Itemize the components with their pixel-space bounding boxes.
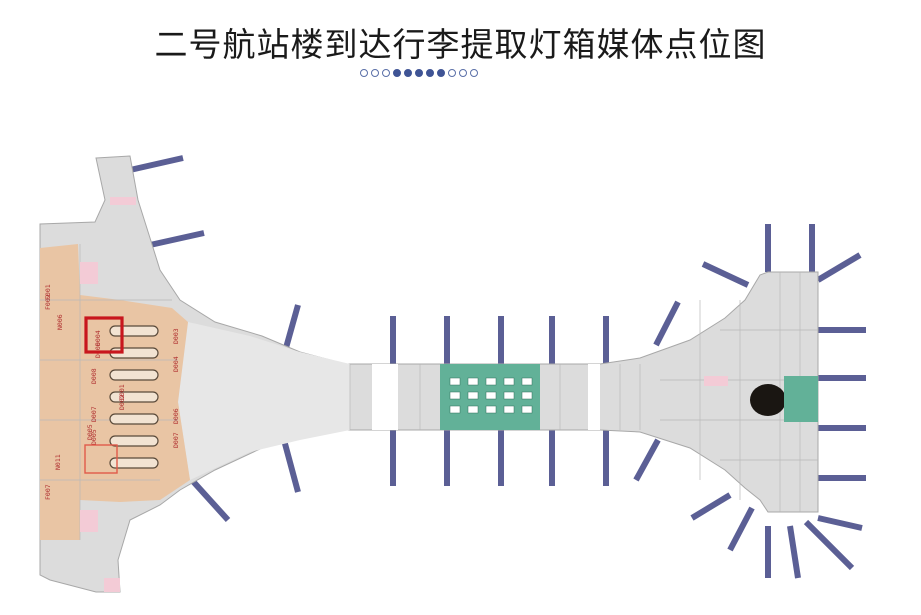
pink-room-2 (80, 510, 98, 532)
pagination-dot (459, 69, 467, 77)
slide-pagination (360, 69, 478, 77)
floor-label: D005 (90, 429, 98, 445)
floor-labels: D006D005D008D007D004D003D004D002D001D005… (44, 284, 180, 500)
shop-unit (467, 377, 479, 386)
baggage-carousel (109, 369, 159, 381)
shop-unit (467, 405, 479, 414)
floor-label: D006 (94, 342, 102, 358)
pagination-dot (437, 69, 445, 77)
area-label: F007 (44, 484, 52, 500)
shop-unit (503, 377, 515, 386)
pagination-dot (382, 69, 390, 77)
jet-bridge (701, 261, 750, 288)
shop-unit (503, 405, 515, 414)
pagination-dot (360, 69, 368, 77)
page-title: 二号航站楼到达行李提取灯箱媒体点位图 (154, 25, 767, 64)
satellite-pink-room (704, 376, 728, 386)
shop-unit (521, 377, 533, 386)
jet-bridge (690, 492, 732, 521)
area-label: F001 (44, 284, 52, 300)
pagination-dot (393, 69, 401, 77)
floor-label: D007 (90, 406, 98, 422)
satellite-green-zone (784, 376, 818, 422)
pink-room-4 (104, 578, 120, 592)
jet-bridge (129, 155, 184, 173)
pagination-dot (470, 69, 478, 77)
area-label: F002 (44, 294, 52, 310)
jet-bridge (803, 519, 855, 571)
shop-unit (485, 377, 497, 386)
pier-gap-right (588, 364, 600, 430)
satellite-rotunda (750, 384, 786, 416)
pagination-dot (371, 69, 379, 77)
pagination-dot (426, 69, 434, 77)
media-point-highlight-secondary (84, 444, 118, 474)
floor-label: D002 (118, 394, 126, 410)
floor-label: D001 (118, 384, 126, 400)
jet-bridge (281, 439, 301, 493)
baggage-carousel (109, 435, 159, 447)
floor-label: D006 (172, 408, 180, 424)
shop-unit (449, 391, 461, 400)
floor-label: D003 (172, 328, 180, 344)
central-concourse (178, 322, 350, 480)
floor-label: D008 (90, 368, 98, 384)
jet-bridges (129, 155, 866, 579)
jet-bridge (633, 438, 661, 482)
shop-unit (449, 377, 461, 386)
shop-unit (521, 391, 533, 400)
pagination-dot (415, 69, 423, 77)
pagination-dot (448, 69, 456, 77)
baggage-carousel (109, 457, 159, 469)
baggage-carousel (109, 391, 159, 403)
shop-unit (467, 391, 479, 400)
shop-unit (521, 405, 533, 414)
pink-room-3 (110, 197, 136, 205)
media-point-highlight-main (84, 316, 124, 354)
shop-unit (449, 405, 461, 414)
pier-green-zone-shops (449, 377, 533, 414)
shop-unit (485, 391, 497, 400)
area-label: N006 (56, 314, 64, 330)
area-label: N011 (54, 454, 62, 470)
jet-bridge (816, 252, 862, 283)
pier-gap-left (372, 364, 398, 430)
jet-bridge (187, 475, 231, 523)
pagination-dot (404, 69, 412, 77)
baggage-carousel (109, 325, 159, 337)
jet-bridge (653, 300, 681, 347)
jet-bridge (727, 506, 755, 552)
jet-bridge (817, 515, 863, 531)
floor-label: D004 (94, 330, 102, 346)
baggage-carousel (109, 413, 159, 425)
floor-label: D004 (172, 356, 180, 372)
pink-room-1 (80, 262, 98, 284)
jet-bridge (149, 230, 205, 248)
shop-unit (485, 405, 497, 414)
floor-label: D005 (86, 424, 94, 440)
shop-unit (503, 391, 515, 400)
floor-label: D007 (172, 432, 180, 448)
jet-bridge (787, 525, 801, 579)
